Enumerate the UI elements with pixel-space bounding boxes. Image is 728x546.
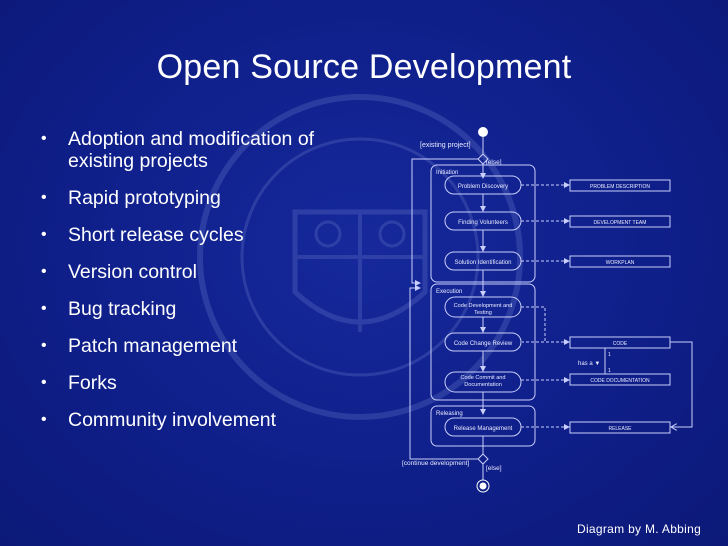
bullet-dot-icon: • (41, 226, 47, 243)
bullet-dot-icon: • (41, 337, 47, 354)
bullet-text: Rapid prototyping (68, 187, 221, 209)
artifact-label: PROBLEM DESCRIPTION (590, 184, 650, 190)
object-flow (521, 306, 570, 345)
phase-initiation-label: Initiation (436, 170, 458, 176)
artifact-release (569, 421, 671, 434)
bullet-item: • Short release cycles (30, 224, 370, 246)
bullet-text: Patch management (68, 335, 238, 357)
bullet-dot-icon: • (41, 411, 47, 428)
guard-else-bottom: [else] (486, 465, 502, 472)
diagram-credit: Diagram by M. Abbing (577, 522, 702, 536)
bullet-item: • Rapid prototyping (30, 187, 370, 209)
activity-label: Solution Identification (454, 260, 511, 266)
activity-label: Code Change Review (454, 341, 513, 347)
bullet-dot-icon: • (41, 130, 47, 147)
end-node (476, 479, 490, 493)
flow-line (411, 158, 478, 286)
bullet-text: Forks (68, 372, 117, 394)
artifact-label: CODE DOCUMENTATION (590, 378, 650, 384)
phase-execution-label: Execution (436, 289, 462, 295)
end-node-inner (479, 482, 487, 490)
guard-continue-development: [continue development] (402, 460, 469, 467)
bullet-dot-icon: • (41, 263, 47, 280)
guard-else-top: [else] (486, 159, 502, 166)
decision-node (477, 453, 489, 465)
artifact-development-team (569, 215, 671, 228)
bullet-dot-icon: • (41, 374, 47, 391)
flow-line (409, 285, 478, 460)
artifact-label: DEVELOPMENT TEAM (594, 220, 647, 226)
relation-label: has a ▼ (578, 361, 600, 367)
activity-diagram: [existing project] [else] Initiation Pro… (402, 127, 693, 493)
aggregation-line (670, 341, 693, 427)
bullet-text: Version control (68, 261, 197, 283)
bullet-list: • Adoption and modification of existing p… (30, 128, 370, 446)
bullet-item: • Adoption and modification of existing p… (30, 128, 370, 172)
artifact-label: CODE (613, 341, 628, 347)
multiplicity-bottom: 1 (608, 368, 611, 374)
bullet-dot-icon: • (41, 300, 47, 317)
activity-label: Finding Volunteers (458, 220, 508, 226)
bullet-item: • Patch management (30, 335, 370, 357)
bullet-item: • Community involvement (30, 409, 370, 431)
bullet-text: Short release cycles (68, 224, 244, 246)
start-node (478, 127, 488, 137)
bullet-text: Adoption and modification of existing pr… (68, 128, 315, 172)
artifact-workplan (569, 255, 671, 268)
bullet-item: • Bug tracking (30, 298, 370, 320)
bullet-item: • Forks (30, 372, 370, 394)
activity-label: Problem Discovery (458, 184, 508, 190)
artifact-label: RELEASE (608, 426, 632, 432)
phase-releasing-label: Releasing (436, 411, 463, 417)
multiplicity-top: 1 (608, 352, 611, 358)
artifact-label: WORKPLAN (606, 260, 635, 266)
slide-title: Open Source Development (156, 48, 572, 86)
bullet-item: • Version control (30, 261, 370, 283)
artifact-problem-description (569, 179, 671, 192)
bullet-dot-icon: • (41, 189, 47, 206)
bullet-text: Bug tracking (68, 298, 177, 320)
bullet-text: Community involvement (68, 409, 277, 431)
guard-existing-project: [existing project] (420, 142, 471, 149)
artifact-code-documentation (569, 373, 671, 386)
activity-label: Release Management (454, 426, 513, 432)
